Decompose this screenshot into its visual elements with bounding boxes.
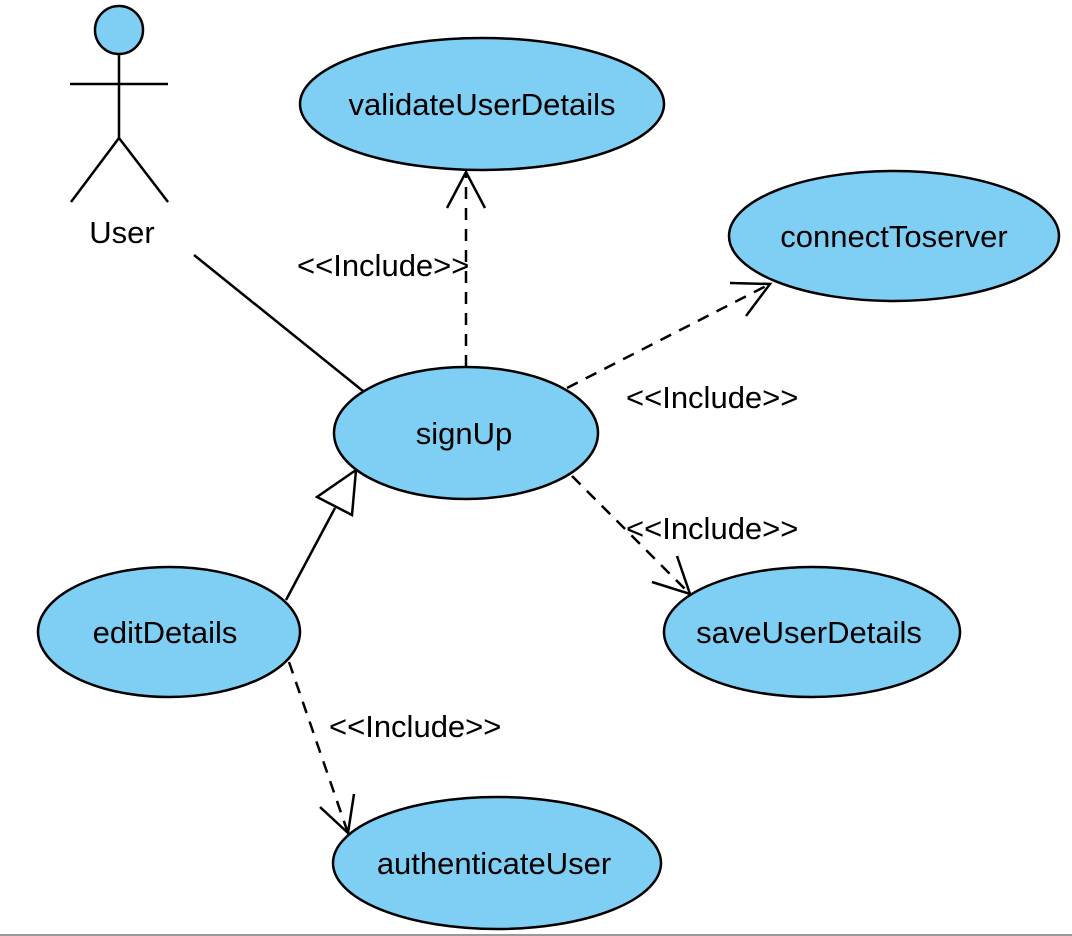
use-case-label: saveUserDetails <box>696 615 922 650</box>
use-case-label: validateUserDetails <box>348 87 615 122</box>
open-arrow-head <box>729 281 773 317</box>
use-case-label: signUp <box>416 416 513 451</box>
actor-name: User <box>89 215 154 250</box>
include-label: <<Include>> <box>626 511 798 546</box>
include-label: <<Include>> <box>329 709 501 744</box>
include-edit-auth: <<Include>> <box>287 661 501 836</box>
use-case-label: editDetails <box>93 615 238 650</box>
use-case-label: authenticateUser <box>377 846 611 881</box>
use-case-sign-up[interactable]: signUp <box>332 365 600 501</box>
open-arrow-head <box>319 793 356 836</box>
use-case-authenticate-user[interactable]: authenticateUser <box>331 795 663 931</box>
include-signup-validate: <<Include>> <box>297 169 487 367</box>
use-case-connect-to-server[interactable]: connectToserver <box>727 169 1061 303</box>
include-label: <<Include>> <box>297 248 469 283</box>
include-signup-connect: <<Include>> <box>566 281 798 415</box>
generalization-edit-signup <box>284 467 358 601</box>
stick-figure-icon <box>70 4 169 203</box>
include-signup-save: <<Include>> <box>571 475 798 596</box>
include-label: <<Include>> <box>626 380 798 415</box>
use-case-edit-details[interactable]: editDetails <box>36 565 302 699</box>
hollow-triangle-head <box>314 467 358 517</box>
use-case-label: connectToserver <box>780 219 1007 254</box>
association-user-signup <box>193 254 364 392</box>
use-case-validate-user-details[interactable]: validateUserDetails <box>298 36 666 172</box>
open-arrow-head <box>445 169 487 209</box>
actor-user[interactable]: User <box>70 4 169 250</box>
use-case-save-user-details[interactable]: saveUserDetails <box>662 565 962 699</box>
